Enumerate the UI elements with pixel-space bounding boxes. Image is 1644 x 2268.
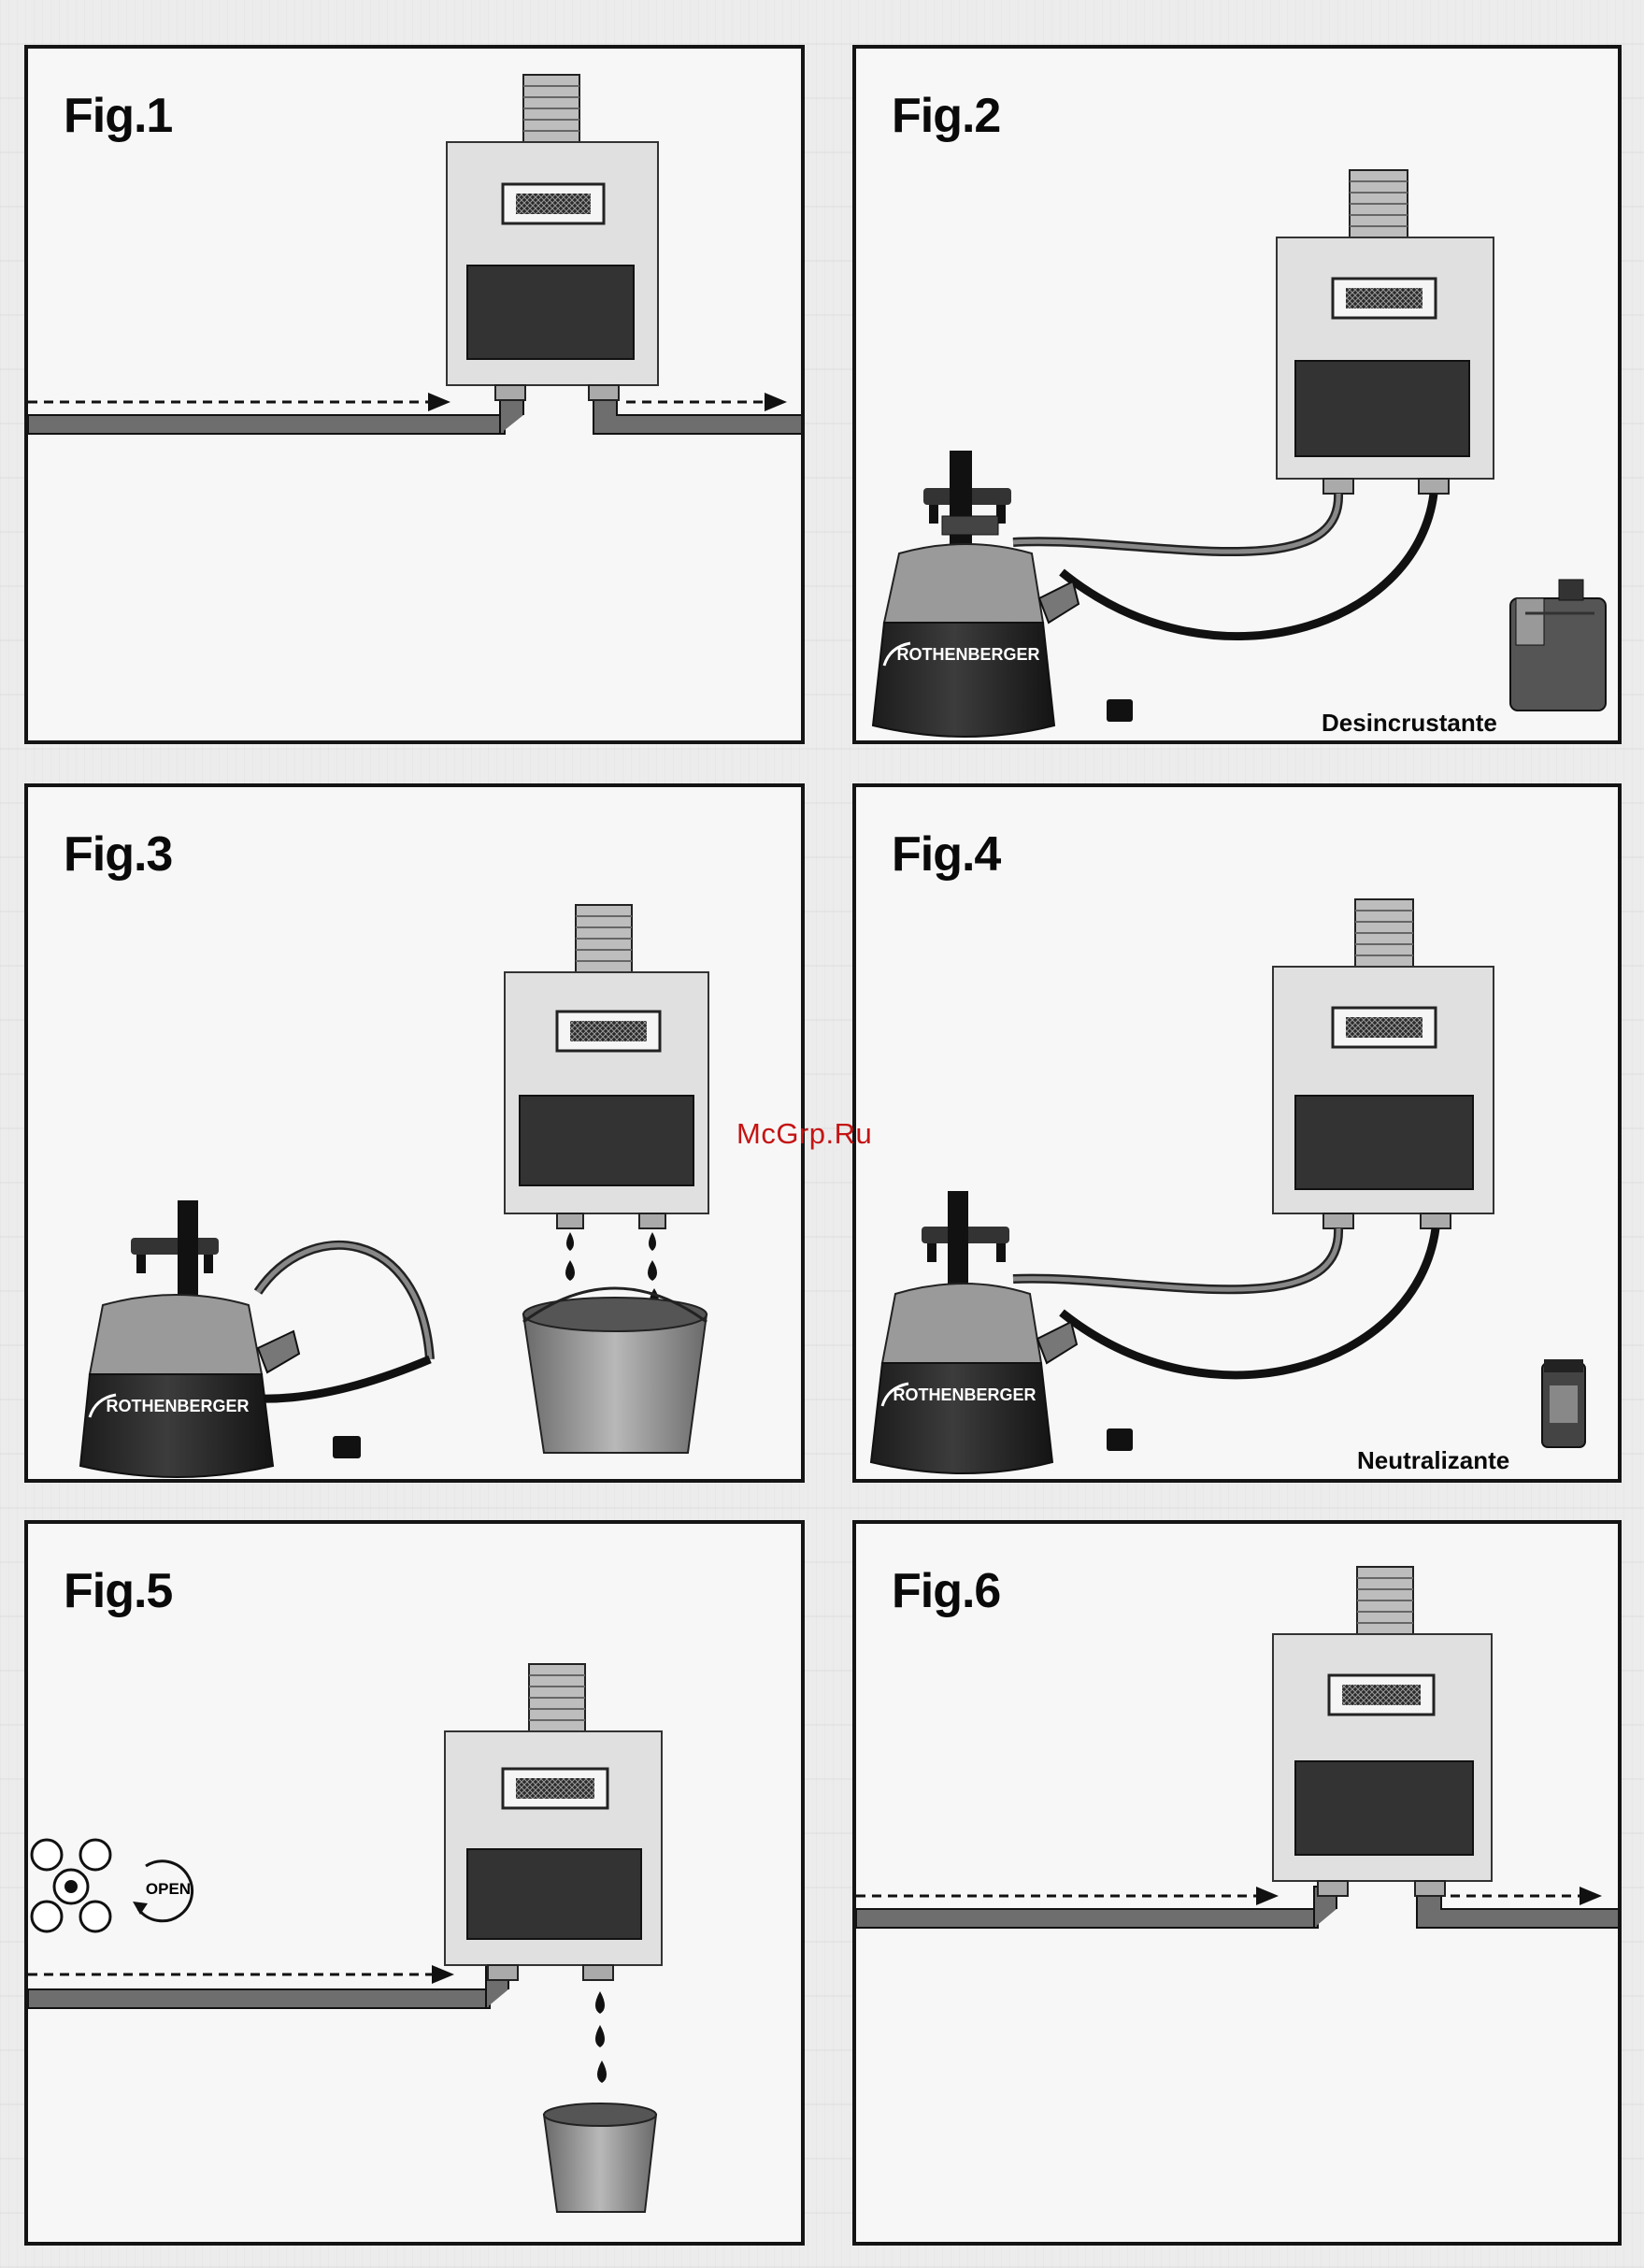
figure-3-panel: Fig.3: [24, 783, 805, 1483]
water-heater: [1273, 899, 1494, 1228]
open-rotate-icon: OPEN: [133, 1861, 193, 1921]
figure-3-illustration: ROTHENBERGER: [28, 787, 805, 1483]
watermark: McGrp.Ru: [736, 1117, 872, 1151]
figure-1-panel: Fig.1: [24, 45, 805, 744]
water-heater: [1277, 170, 1494, 494]
hose-out: [1062, 1228, 1436, 1375]
neutralizer-bottle: [1542, 1359, 1585, 1447]
kettle-brand-text: ROTHENBERGER: [896, 645, 1039, 664]
kettle-brand-text: ROTHENBERGER: [106, 1397, 249, 1415]
descaling-pump: ROTHENBERGER: [80, 1200, 299, 1477]
water-drops: [595, 1991, 607, 2083]
inlet-pipe: [856, 1909, 1318, 1928]
inlet-pipe: [28, 415, 505, 434]
figure-2-panel: Fig.2 ROTHENBERGER: [852, 45, 1622, 744]
bucket: [544, 2103, 656, 2212]
descaler-product-label: Desincrustante: [1322, 709, 1497, 738]
figure-5-illustration: OPEN: [28, 1524, 805, 2246]
inlet-pipe: [28, 1989, 490, 2008]
water-heater: [505, 905, 708, 1228]
kettle-brand-text: ROTHENBERGER: [893, 1385, 1036, 1404]
hose-out: [1062, 494, 1434, 637]
water-heater: [1273, 1567, 1492, 1896]
figure-6-panel: Fig.6: [852, 1520, 1622, 2246]
figure-5-panel: Fig.5: [24, 1520, 805, 2246]
figure-6-illustration: [856, 1524, 1622, 2246]
descaler-canister: [1510, 580, 1606, 711]
figure-4-panel: Fig.4 ROTHENBERGER: [852, 783, 1622, 1483]
pump-cap: [1107, 1428, 1133, 1451]
figure-4-illustration: ROTHENBERGER: [856, 787, 1622, 1483]
tap-handle-icon: [32, 1840, 110, 1931]
water-heater: [445, 1664, 662, 1980]
bucket: [523, 1288, 707, 1453]
descaling-pump: ROTHENBERGER: [873, 451, 1079, 737]
descaling-pump: ROTHENBERGER: [871, 1191, 1077, 1473]
figure-1-illustration: [28, 49, 805, 744]
pump-cap: [333, 1436, 361, 1458]
open-label: OPEN: [146, 1880, 191, 1898]
water-heater: [447, 75, 658, 400]
neutralizer-product-label: Neutralizante: [1357, 1446, 1509, 1475]
pump-cap: [1107, 699, 1133, 722]
figure-2-illustration: ROTHENBERGER: [856, 49, 1622, 744]
